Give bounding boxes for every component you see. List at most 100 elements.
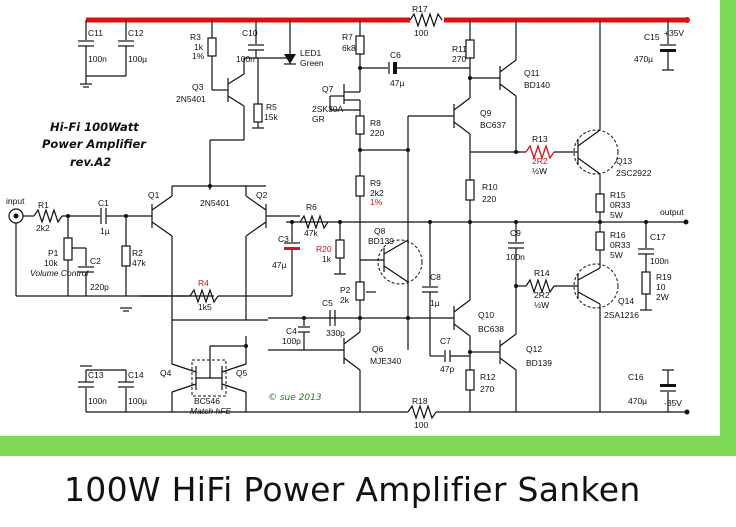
component-label: 330p [326,328,345,338]
component-label: 100n [88,54,107,64]
component-label: 47µ [390,78,404,88]
component-label: 5W [610,250,623,260]
component-label: 47µ [272,260,286,270]
component-label: 2R2 [534,290,550,300]
component-label: C6 [390,50,401,60]
component-label: 47k [132,258,146,268]
component-label: BD139 [526,358,552,368]
component-label: 2R2 [532,156,548,166]
component-label: C7 [440,336,451,346]
copyright-text: © sue 2013 [268,393,322,403]
component-label: 100µ [128,396,147,406]
component-label: R9 [370,178,381,188]
component-label: 220 [370,128,384,138]
component-label: C11 [88,28,103,38]
component-label: 2N5401 [176,94,206,104]
component-label: Q8 [374,226,386,236]
component-label: R5 [266,102,277,112]
component-label: Q11 [524,68,540,78]
r17-name: R17 [412,4,428,14]
component-label: Q12 [526,344,542,354]
component-label: C14 [128,370,144,380]
component-label: BC638 [478,324,504,334]
component-label: 220 [482,194,496,204]
component-label: BC637 [480,120,506,130]
r17-value: 100 [414,28,428,38]
component-label: 270 [480,384,494,394]
component-label: Q4 [160,368,172,378]
component-label: 100n [236,54,255,64]
component-label: 2k2 [370,188,384,198]
component-label: C15 [644,32,660,42]
input-label: input [6,196,25,206]
schematic-diagram: R17 100 +35V R18 100 -35V Hi-Fi 100Watt … [6,4,690,430]
component-label: 1% [192,51,205,61]
component-label: R14 [534,268,550,278]
pos-rail-label: +35V [664,28,684,38]
component-label: Q14 [618,296,634,306]
component-label: 10 [656,282,666,292]
component-label: R12 [480,372,496,382]
r18-value: 100 [414,420,428,430]
caption-title: 100W HiFi Power Amplifier Sanken [64,470,641,509]
component-label: R8 [370,118,381,128]
component-label: C3 [278,234,289,244]
component-label: 2N5401 [200,198,230,208]
component-label: Q10 [478,310,494,320]
r17-symbol [409,12,443,28]
component-label: 0R33 [610,200,631,210]
component-label: Q7 [322,84,334,94]
component-label: R20 [316,244,332,254]
component-label: 2W [656,292,669,302]
title-line-1: Hi-Fi 100Watt [50,120,139,134]
component-label: ½W [534,300,549,310]
component-label: Q5 [236,368,248,378]
component-label: C17 [650,232,666,242]
component-label: R10 [482,182,498,192]
component-label: Green [300,58,324,68]
component-label: C16 [628,372,644,382]
component-label: 1% [370,197,383,207]
component-label: 100n [506,252,525,262]
component-label: BC546 [194,396,220,406]
output-label: output [660,207,684,217]
component-label: BD140 [524,80,550,90]
component-label: 100n [88,396,107,406]
component-label: C8 [430,272,441,282]
r18-name: R18 [412,396,428,406]
component-label: Q6 [372,344,384,354]
component-label: 2SK30A [312,104,344,114]
component-label: R3 [190,32,201,42]
component-label: 1k [194,42,204,52]
component-label: 100p [282,336,301,346]
component-label: 10k [44,258,58,268]
title-line-2: Power Amplifier [42,137,147,151]
component-label: 2k [340,295,350,305]
component-label: R7 [342,32,353,42]
component-label: 5W [610,210,623,220]
component-label: 1µ [100,226,110,236]
neg-rail-label: -35V [664,398,682,408]
component-label: 270 [452,54,466,64]
component-label: C9 [510,228,521,238]
component-label: 220p [90,282,109,292]
component-label: GR [312,114,325,124]
component-label: 1µ [430,298,440,308]
component-label: 2k2 [36,223,50,233]
component-label: 0R33 [610,240,631,250]
component-label: LED1 [300,48,322,58]
component-label: R6 [306,202,317,212]
component-label: Q3 [192,82,204,92]
component-label: 1k [322,254,332,264]
component-label: Volume Control [30,268,89,278]
component-label: 2SA1216 [604,310,639,320]
component-label: Q9 [480,108,492,118]
component-label: 100n [650,256,669,266]
component-label: C2 [90,256,101,266]
title-line-3: rev.A2 [70,155,111,169]
component-label: 100µ [128,54,147,64]
component-label: 6k8 [342,43,356,53]
component-label: 1k5 [198,302,212,312]
component-label: BD139 [368,236,394,246]
component-label: 470µ [628,396,647,406]
